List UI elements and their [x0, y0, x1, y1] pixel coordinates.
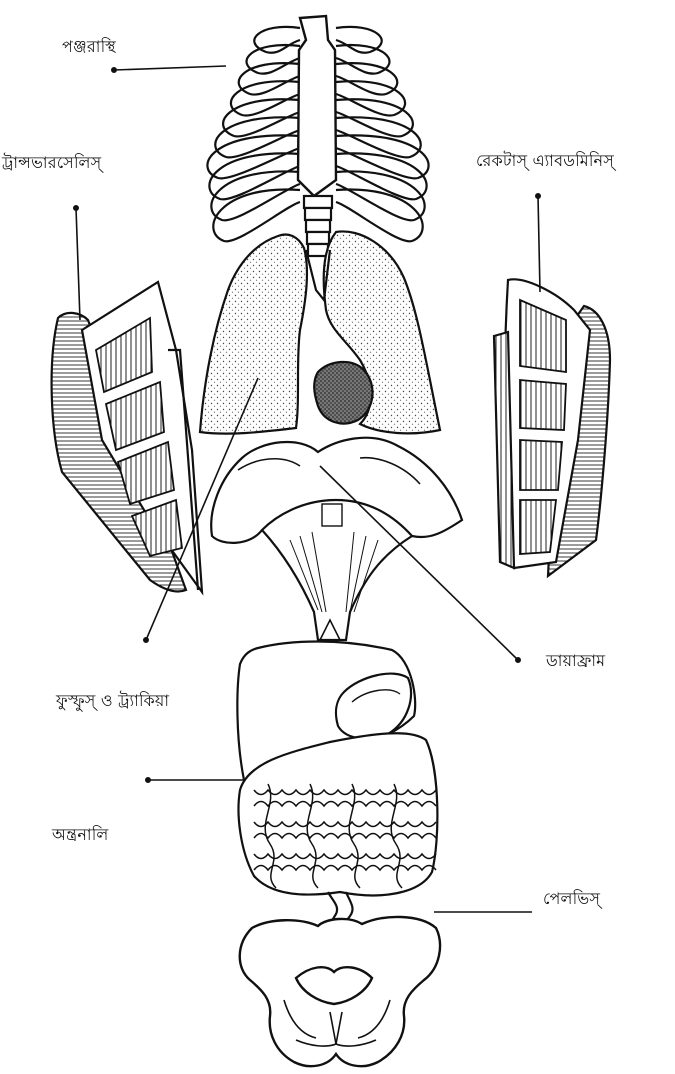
lungs-illustration	[200, 231, 440, 433]
diaphragm-illustration	[211, 438, 462, 640]
rectus-abdominis-illustration	[494, 279, 610, 576]
transversalis-illustration	[52, 282, 202, 592]
label-rectus-abdominis: রেকটাস্ এ্যাবডমিনিস্	[476, 148, 614, 175]
label-ribcage: পঞ্জরাস্থি	[62, 34, 116, 61]
label-intestine: অন্ত্রনালি	[52, 822, 108, 849]
label-transversalis: ট্রান্সভারসেলিস্	[2, 150, 101, 177]
rib-right	[336, 45, 389, 74]
muscle-panel	[520, 500, 556, 554]
label-lungs-trachea: ফুস্ফুস্ ও ট্র্যাকিয়া	[56, 688, 169, 715]
muscle-panel	[520, 380, 566, 430]
rib-left	[247, 45, 300, 74]
intestine-illustration	[237, 642, 437, 925]
label-pelvis: পেলভিস্	[543, 886, 600, 913]
leader-transversalis	[76, 208, 80, 320]
pelvis-illustration	[240, 917, 440, 1066]
leader-ribcage	[114, 66, 226, 70]
leader-rectus	[538, 196, 540, 292]
label-diaphragm: ডায়াফ্রাম	[546, 648, 605, 675]
ribcage-illustration	[207, 16, 428, 256]
muscle-panel	[520, 440, 562, 490]
